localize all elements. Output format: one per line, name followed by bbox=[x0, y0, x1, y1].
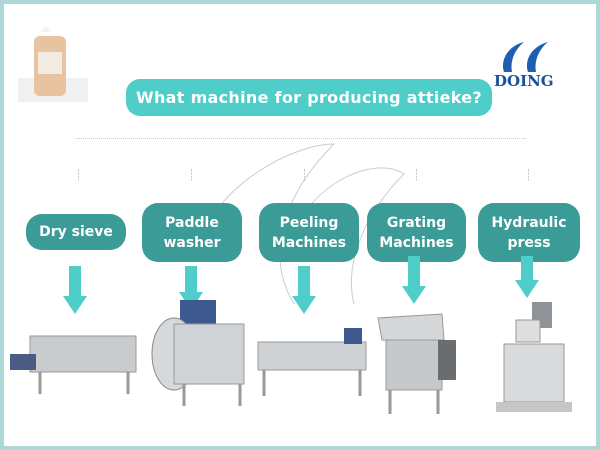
connector bbox=[191, 169, 192, 181]
connector bbox=[304, 169, 305, 181]
connector bbox=[528, 169, 529, 181]
paddle-washer-machine-image bbox=[151, 300, 245, 406]
doing-logo-icon bbox=[502, 42, 548, 72]
connector bbox=[416, 169, 417, 181]
step-dry-sieve: Dry sieve bbox=[26, 214, 126, 250]
arrow-down-icon bbox=[292, 266, 316, 314]
connector bbox=[78, 169, 79, 181]
divider bbox=[76, 138, 526, 139]
grating-machine-image bbox=[377, 313, 456, 414]
page-title: What machine for producing attieke? bbox=[126, 79, 492, 116]
arrow-down-icon bbox=[402, 256, 426, 304]
dry-sieve-machine-image bbox=[10, 335, 137, 394]
peeling-machine-image bbox=[257, 328, 367, 396]
hydraulic-press-image bbox=[496, 302, 572, 412]
step-grating-machines: Grating Machines bbox=[367, 203, 466, 262]
step-peeling-machines: Peeling Machines bbox=[259, 203, 359, 262]
doing-logo-text: DOING bbox=[494, 72, 554, 90]
step-paddle-washer: Paddle washer bbox=[142, 203, 242, 262]
arrow-down-icon bbox=[515, 256, 539, 298]
attieke-bag-image bbox=[18, 26, 88, 102]
step-hydraulic-press: Hydraulic press bbox=[478, 203, 580, 262]
arrow-down-icon bbox=[63, 266, 87, 314]
